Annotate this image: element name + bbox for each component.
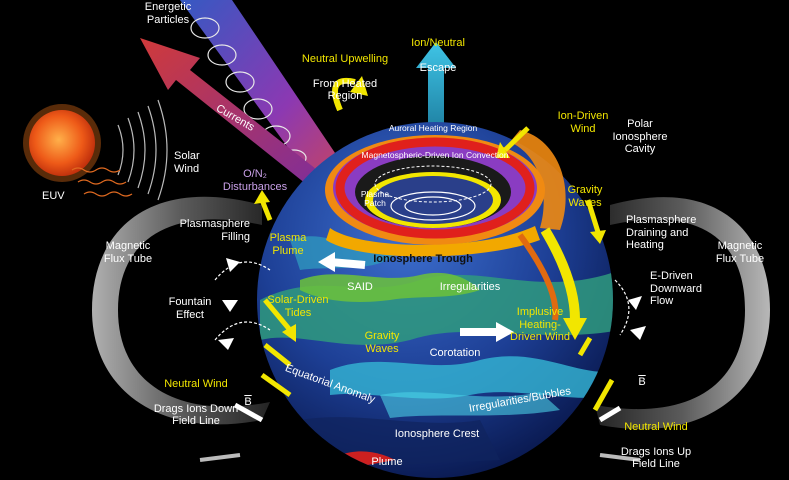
label-neutral-wind-left-sub: Drags Ions Down Field Line — [153, 402, 239, 428]
label-magnetospheric-convection: Magnetospheric-Driven Ion Convection — [361, 150, 509, 160]
flow-arrows — [199, 76, 641, 462]
label-corotation: Corotation — [429, 347, 481, 359]
fountain-white-arrows — [218, 258, 646, 350]
label-solar-driven-tides: Solar-Driven Tides — [267, 294, 329, 319]
label-irregularities: Irregularities — [439, 281, 501, 293]
solar-wind-arcs — [117, 99, 168, 201]
label-ionosphere-trough: Ionosphere Trough — [373, 253, 473, 265]
label-neutral-upwelling: Neutral Upwelling From Heated Region — [290, 40, 400, 103]
fountain-arrows — [214, 261, 630, 341]
label-b-vector-right: B — [638, 376, 646, 388]
label-solar-wind: Solar Wind — [174, 150, 200, 175]
label-neutral-upwelling-title: Neutral Upwelling — [301, 52, 389, 65]
label-neutral-wind-right-sub: Drags Ions Up Field Line — [620, 445, 692, 471]
globe-features — [260, 236, 613, 470]
auroral-oval — [325, 130, 566, 257]
label-plasmasphere-draining: Plasmasphere Draining and Heating — [626, 214, 697, 251]
label-neutral-wind-right-title: Neutral Wind — [624, 420, 688, 433]
label-euv: EUV — [42, 190, 65, 202]
label-polar-cavity: Polar Ionosphere Cavity — [612, 118, 668, 155]
euv-waves — [71, 167, 133, 197]
label-ion-driven-wind: Ion-Driven Wind — [557, 110, 609, 135]
label-gravity-waves-right: Gravity Waves — [567, 184, 603, 209]
label-magnetic-flux-tube-right: Magnetic Flux Tube — [715, 240, 765, 265]
label-ion-escape-sub: Escape — [419, 61, 457, 74]
label-plasma-plume: Plasma Plume — [269, 232, 307, 257]
label-e-driven-flow: E-Driven Downward Flow — [650, 270, 702, 307]
label-plasma-patch: Plasma Patch — [360, 189, 390, 208]
label-plume: Plume — [371, 456, 403, 468]
label-b-vector-left: B — [244, 396, 252, 408]
label-neutral-upwelling-sub: From Heated Region — [312, 77, 378, 103]
ion-escape-arrow — [416, 42, 456, 175]
label-plasmasphere-filling: Plasmasphere Filling — [179, 218, 250, 243]
sun-icon — [23, 104, 101, 182]
magnetic-flux-tube-right — [595, 197, 770, 430]
label-neutral-wind-left: Neutral Wind Drags Ions Down Field Line — [146, 365, 246, 428]
label-ionosphere-crest: Ionosphere Crest — [394, 428, 480, 440]
label-ion-escape-neutral: Neutral — [429, 36, 465, 49]
magnetic-flux-tube-left — [92, 196, 270, 425]
label-auroral-heating: Auroral Heating Region — [388, 123, 478, 133]
label-on2-disturbances: O/N₂ Disturbances — [222, 168, 288, 193]
label-gravity-waves-center: Gravity Waves — [364, 330, 400, 355]
label-fountain-effect: Fountain Effect — [168, 296, 212, 321]
label-impulsive-wind: Implusive Heating- Driven Wind — [510, 306, 570, 343]
currents-arrow — [140, 38, 330, 192]
label-said: SAID — [347, 281, 373, 293]
label-magnetic-flux-tube-left: Magnetic Flux Tube — [103, 240, 153, 265]
label-ion-escape-ion: Ion/ — [411, 36, 430, 49]
energetic-particles-beam — [180, 0, 360, 205]
label-energetic-particles: Energetic Particles — [144, 1, 192, 26]
label-ion-neutral-escape: Ion/Neutral Escape — [398, 24, 478, 74]
label-neutral-wind-right: Neutral Wind Drags Ions Up Field Line — [606, 408, 706, 471]
label-neutral-wind-left-title: Neutral Wind — [164, 377, 228, 390]
